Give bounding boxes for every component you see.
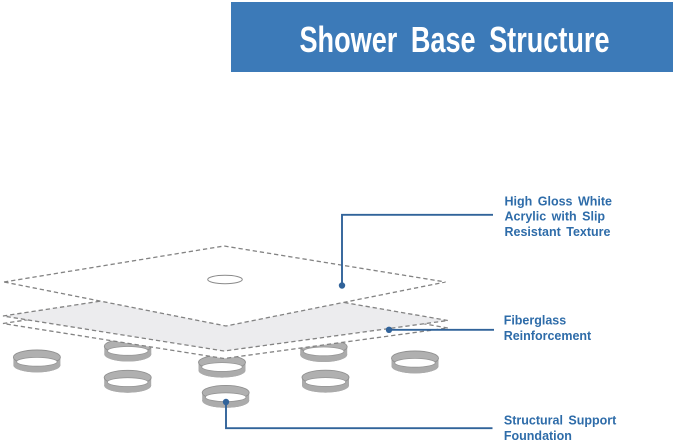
svg-text:Shower Base Structure: Shower Base Structure: [300, 19, 610, 60]
svg-text:Fiberglass: Fiberglass: [504, 314, 567, 328]
svg-text:Acrylic with Slip: Acrylic with Slip: [505, 210, 606, 224]
svg-text:Reinforcement: Reinforcement: [504, 329, 592, 343]
svg-text:Foundation: Foundation: [504, 429, 572, 443]
svg-text:Structural Support: Structural Support: [504, 413, 617, 427]
svg-text:Resistant Texture: Resistant Texture: [505, 225, 611, 239]
svg-text:High Gloss White: High Gloss White: [505, 195, 613, 209]
